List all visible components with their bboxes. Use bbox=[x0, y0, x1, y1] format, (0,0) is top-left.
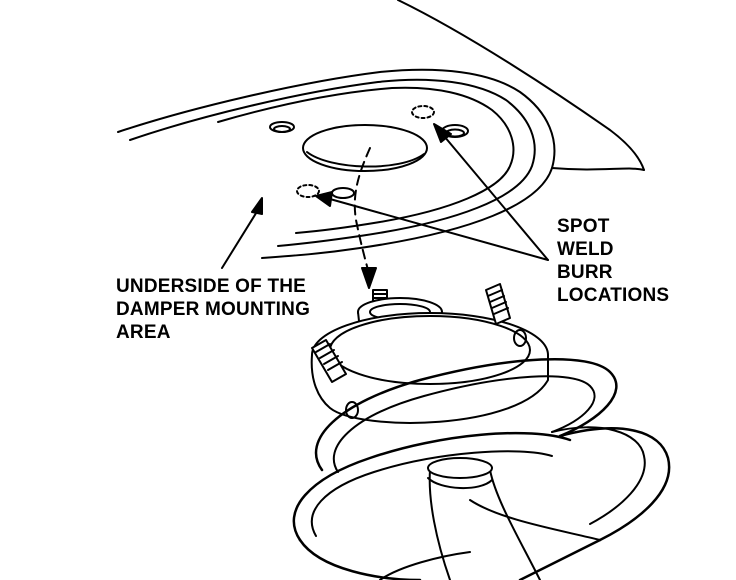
spot-weld-burr-upper bbox=[411, 105, 435, 119]
underside-label-line-1: UNDERSIDE OF THE bbox=[116, 276, 307, 297]
spot-weld-label-line-2: WELD bbox=[557, 239, 614, 260]
center-hole bbox=[302, 124, 428, 172]
coil-spring bbox=[292, 358, 671, 580]
spot-weld-label-line-1: SPOT bbox=[557, 216, 610, 237]
spot-weld-label: SPOT WELD BURR LOCATIONS bbox=[557, 215, 669, 307]
body-panel bbox=[117, 0, 645, 259]
damper-top-mount bbox=[310, 283, 549, 424]
underside-label-line-2: DAMPER MOUNTING bbox=[116, 299, 311, 320]
leader-arrows bbox=[221, 123, 549, 289]
bolt-hole-lower bbox=[331, 187, 355, 199]
spot-weld-label-line-3: BURR bbox=[557, 262, 613, 283]
spot-weld-burr-lower bbox=[296, 184, 320, 198]
underside-label: UNDERSIDE OF THE DAMPER MOUNTING AREA bbox=[116, 275, 310, 344]
spot-weld-label-line-4: LOCATIONS bbox=[557, 285, 670, 306]
underside-label-line-3: AREA bbox=[116, 322, 171, 343]
